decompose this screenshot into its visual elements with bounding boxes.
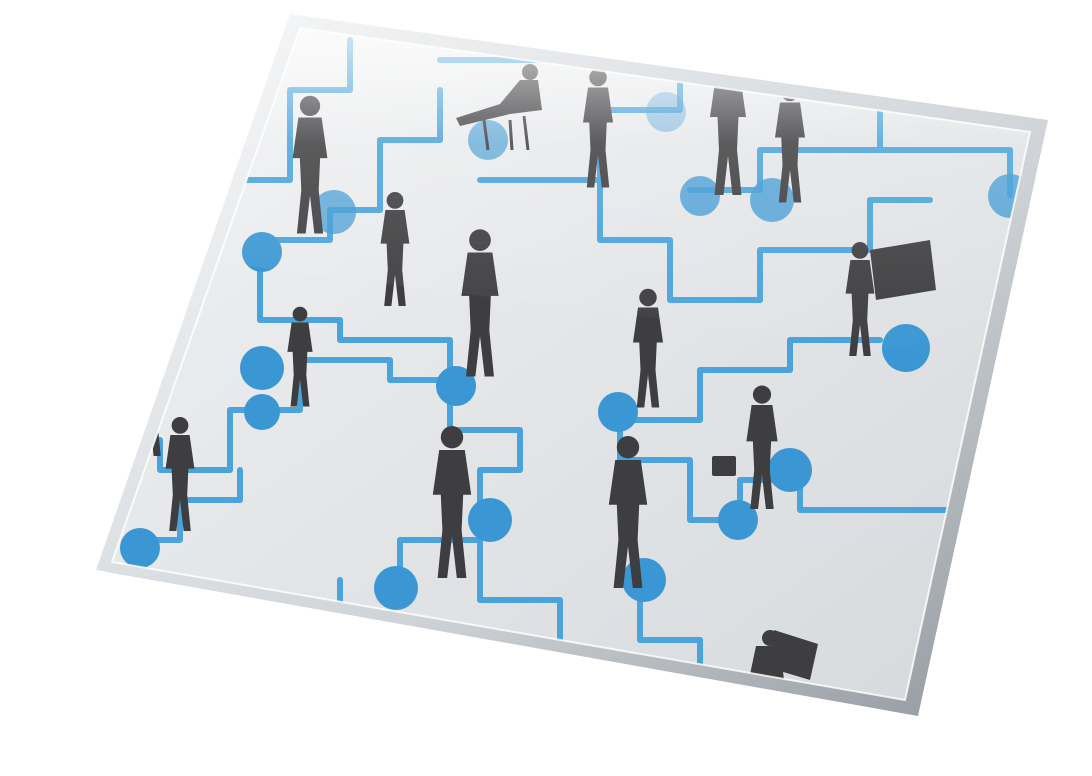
network-node-icon xyxy=(244,394,280,430)
briefcase-icon xyxy=(81,399,113,428)
briefcase-icon xyxy=(712,456,736,476)
network-node-icon xyxy=(622,558,666,602)
network-node-icon xyxy=(468,498,512,542)
network-node-icon xyxy=(120,528,160,568)
network-node-icon xyxy=(374,566,418,610)
network-node-icon xyxy=(768,448,812,492)
network-node-icon xyxy=(240,346,284,390)
network-node-icon xyxy=(598,392,638,432)
